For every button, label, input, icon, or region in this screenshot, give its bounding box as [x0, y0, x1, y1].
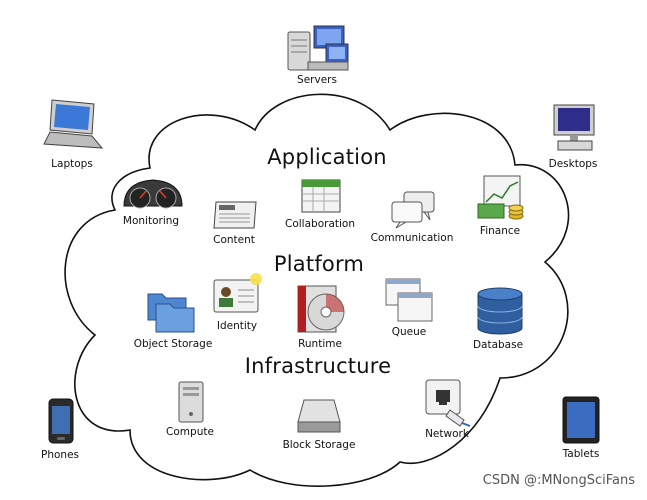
- newspaper-icon: [213, 201, 257, 229]
- queue-windows-icon: [385, 278, 433, 322]
- block-storage-label: Block Storage: [282, 439, 356, 451]
- finance-icon: [477, 175, 524, 220]
- laptops-label: Laptops: [51, 158, 93, 170]
- tablets-label: Tablets: [562, 448, 600, 460]
- folders-icon: [147, 293, 195, 333]
- laptop-icon: [43, 99, 104, 149]
- compute-tower-icon: [178, 381, 204, 423]
- desktops-label: Desktops: [548, 158, 598, 170]
- monitoring-label: Monitoring: [122, 215, 180, 227]
- object-storage-label: Object Storage: [133, 338, 213, 350]
- content-label: Content: [213, 234, 255, 246]
- id-card-icon: [213, 273, 262, 313]
- monitoring-gauge-icon: [123, 179, 183, 209]
- infrastructure-layer-title: Infrastructure: [244, 354, 392, 378]
- compute-label: Compute: [166, 426, 214, 438]
- runtime-disc-icon: [297, 285, 345, 333]
- database-label: Database: [472, 339, 524, 351]
- network-label: Network: [425, 428, 469, 440]
- queue-label: Queue: [391, 326, 427, 338]
- block-storage-drive-icon: [297, 399, 341, 433]
- phone-icon: [48, 398, 74, 444]
- communication-label: Communication: [370, 232, 454, 244]
- runtime-label: Runtime: [298, 338, 342, 350]
- database-icon: [477, 287, 523, 335]
- identity-label: Identity: [216, 320, 258, 332]
- servers-label: Servers: [297, 74, 337, 86]
- network-socket-icon: [425, 379, 471, 427]
- speech-bubbles-icon: [391, 191, 435, 229]
- desktop-icon: [553, 104, 595, 151]
- application-layer-title: Application: [267, 145, 387, 169]
- collaboration-label: Collaboration: [285, 218, 355, 230]
- calendar-icon: [301, 179, 341, 213]
- platform-layer-title: Platform: [273, 252, 365, 276]
- tablet-icon: [562, 396, 600, 444]
- servers-icon: [287, 25, 349, 71]
- watermark: CSDN @:MNongSciFans: [482, 473, 635, 488]
- finance-label: Finance: [479, 225, 521, 237]
- phones-label: Phones: [41, 449, 79, 461]
